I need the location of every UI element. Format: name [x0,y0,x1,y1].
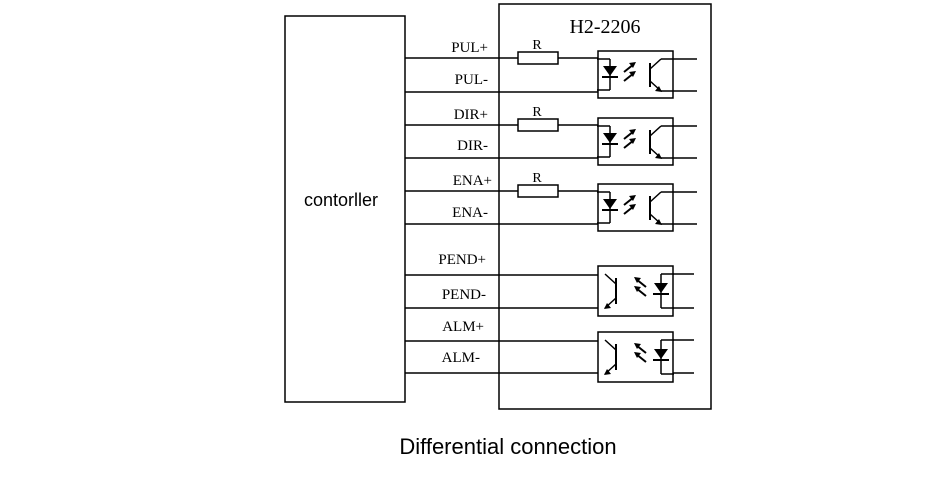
alm-channel [499,339,694,374]
dir-channel [499,118,599,159]
label-pend-plus: PEND+ [438,252,486,268]
label-alm-plus: ALM+ [442,319,484,335]
label-dir-plus: DIR+ [454,107,488,123]
label-pul-plus: PUL+ [451,40,488,56]
label-pul-minus: PUL- [455,72,488,88]
label-ena-plus: ENA+ [453,173,492,189]
pend-channel [499,273,694,309]
optocoupler-ena [596,183,674,232]
optocoupler-pul [596,50,674,99]
label-pend-minus: PEND- [442,287,486,303]
optocoupler-alm [597,331,675,383]
driver-title: H2-2206 [569,16,640,38]
resistor-label-dir: R [532,105,542,120]
resistor-label-ena: R [532,171,542,186]
diagram-caption: Differential connection [399,434,616,459]
ena-channel [499,184,599,225]
resistor-label-pul: R [532,38,542,53]
pul-channel [499,51,599,93]
optocoupler-dir [596,117,674,166]
driver-box [498,3,712,410]
label-alm-minus: ALM- [442,350,480,366]
controller-box [284,15,406,403]
optocoupler-pend [597,265,675,317]
signal-wires [405,57,499,374]
controller-label: contorller [304,190,378,210]
label-dir-minus: DIR- [457,138,488,154]
label-ena-minus: ENA- [452,205,488,221]
